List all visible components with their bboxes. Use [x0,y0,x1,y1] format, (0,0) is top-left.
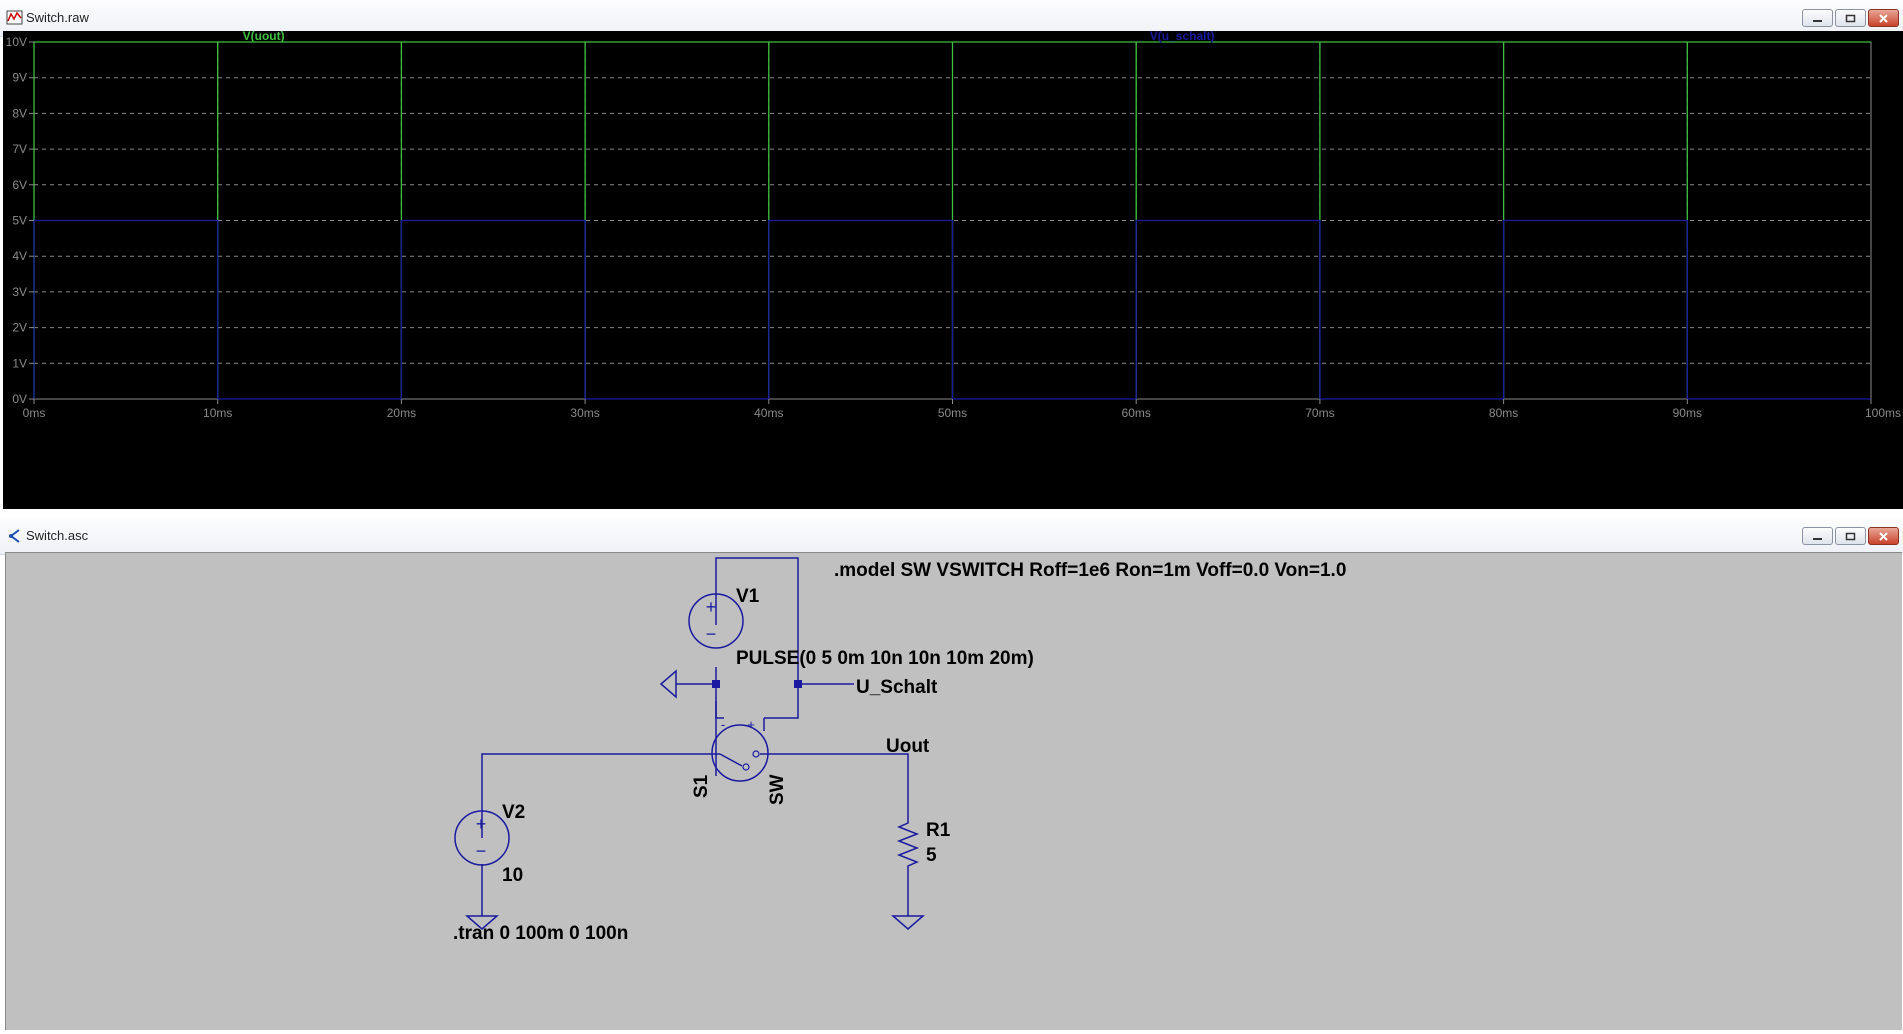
voltage-source-v1[interactable] [688,593,744,649]
net-label-u-schalt[interactable]: U_Schalt [856,677,938,698]
s1-model[interactable]: SW [767,774,788,805]
v2-minus-sign: − [476,841,487,861]
y-tick-label: 4V [12,249,27,263]
y-tick-label: 7V [12,142,27,156]
schematic-window-title: Switch.asc [26,528,89,543]
series-line-1[interactable] [33,219,1871,400]
close-icon [1879,531,1888,541]
x-tick-label: 0ms [23,406,46,420]
y-tick-label: 6V [12,178,27,192]
waveform-plot-area[interactable]: 0V 1V 2V 3V 4V 5V 6V 7V 8V 9V 10V 0ms 10ms 20ms 30ms 40… [3,29,1903,509]
v1-name[interactable]: V1 [736,586,760,607]
x-tick-label: 70ms [1305,406,1334,420]
x-tick-label: 50ms [938,406,967,420]
x-tick-label: 60ms [1122,406,1151,420]
y-tick-label: 3V [12,285,27,299]
minimize-icon [1813,537,1822,540]
series-legend-label[interactable]: V(uout) [243,29,285,43]
tran-directive[interactable]: .tran 0 100m 0 100n [453,923,628,944]
waveform-window: Switch.raw 0V 1V 2V 3V 4V 5V 6V 7V 8V 9V 10V 0ms 10m… [0,0,1903,513]
wire-v1-loop[interactable] [715,557,799,719]
r1-symbol [896,815,920,873]
model-directive[interactable]: .model SW VSWITCH Roff=1e6 Ron=1m Voff=0… [834,560,1346,581]
s1-symbol [711,724,769,782]
resistor-r1[interactable] [896,815,920,873]
r1-value[interactable]: 5 [926,845,937,866]
net-label-uout[interactable]: Uout [886,736,930,757]
close-button[interactable] [1868,527,1899,545]
ground-icon [890,915,926,930]
waveform-window-title: Switch.raw [26,10,89,25]
r1-name[interactable]: R1 [926,820,951,841]
x-tick-label: 30ms [570,406,599,420]
voltage-switch-s1[interactable] [711,724,769,782]
x-tick-label: 40ms [754,406,783,420]
schematic-window: Switch.asc [0,518,1903,1030]
maximize-icon [1845,532,1856,540]
v2-value[interactable]: 10 [502,865,523,886]
s1-minus-pin: - [721,717,725,732]
schematic-drawing[interactable]: + − + − - + [6,553,1902,1030]
wire-left-v2[interactable] [481,753,720,838]
schematic-window-titlebar[interactable]: Switch.asc [0,518,1903,555]
restore-button[interactable] [1835,9,1866,27]
minimize-icon [1813,19,1822,22]
close-button[interactable] [1868,9,1899,27]
v1-value[interactable]: PULSE(0 5 0m 10n 10n 10m 20m) [736,648,1034,669]
maximize-icon [1845,14,1856,22]
y-tick-label: 0V [12,392,27,406]
junction-dot [794,680,802,688]
restore-button[interactable] [1835,527,1866,545]
waveform-chart[interactable]: 0V 1V 2V 3V 4V 5V 6V 7V 8V 9V 10V 0ms 10ms 20ms 30ms 40… [3,29,1903,509]
s1-plus-pin: + [747,717,755,732]
y-tick-label: 5V [12,214,27,228]
v2-name[interactable]: V2 [502,802,525,823]
v2-symbol [454,810,510,866]
x-tick-label: 80ms [1489,406,1518,420]
x-tick-label: 10ms [203,406,232,420]
minimize-button[interactable] [1802,9,1833,27]
minimize-button[interactable] [1802,527,1833,545]
ground-icon [464,915,500,930]
x-tick-label: 90ms [1673,406,1702,420]
ground-icon [659,669,677,699]
schematic-icon [9,529,20,543]
x-tick-label: 20ms [387,406,416,420]
series-legend-label[interactable]: V(u_schalt) [1150,29,1215,43]
y-tick-label: 10V [6,35,27,49]
x-tick-label: 100ms [1865,406,1901,420]
v1-symbol [688,593,744,649]
s1-terminal [752,750,760,758]
v1-minus-sign: − [706,624,717,644]
close-icon [1879,13,1888,23]
waveform-window-titlebar[interactable]: Switch.raw [0,0,1903,37]
y-tick-label: 2V [12,321,27,335]
junction-dot [712,680,720,688]
wire-switch-minus[interactable] [715,701,724,719]
v1-plus-sign: + [706,597,717,617]
v2-plus-sign: + [476,814,487,834]
voltage-source-v2[interactable] [454,810,510,866]
waveform-icon [6,10,23,25]
schematic-canvas[interactable]: + − + − - + [5,552,1902,1030]
s1-name[interactable]: S1 [691,774,712,798]
y-tick-label: 8V [12,106,27,120]
s1-terminal [742,763,750,771]
y-tick-label: 9V [12,71,27,85]
wire-right-r1[interactable] [760,753,909,815]
s1-contact [719,753,743,767]
y-tick-label: 1V [12,356,27,370]
